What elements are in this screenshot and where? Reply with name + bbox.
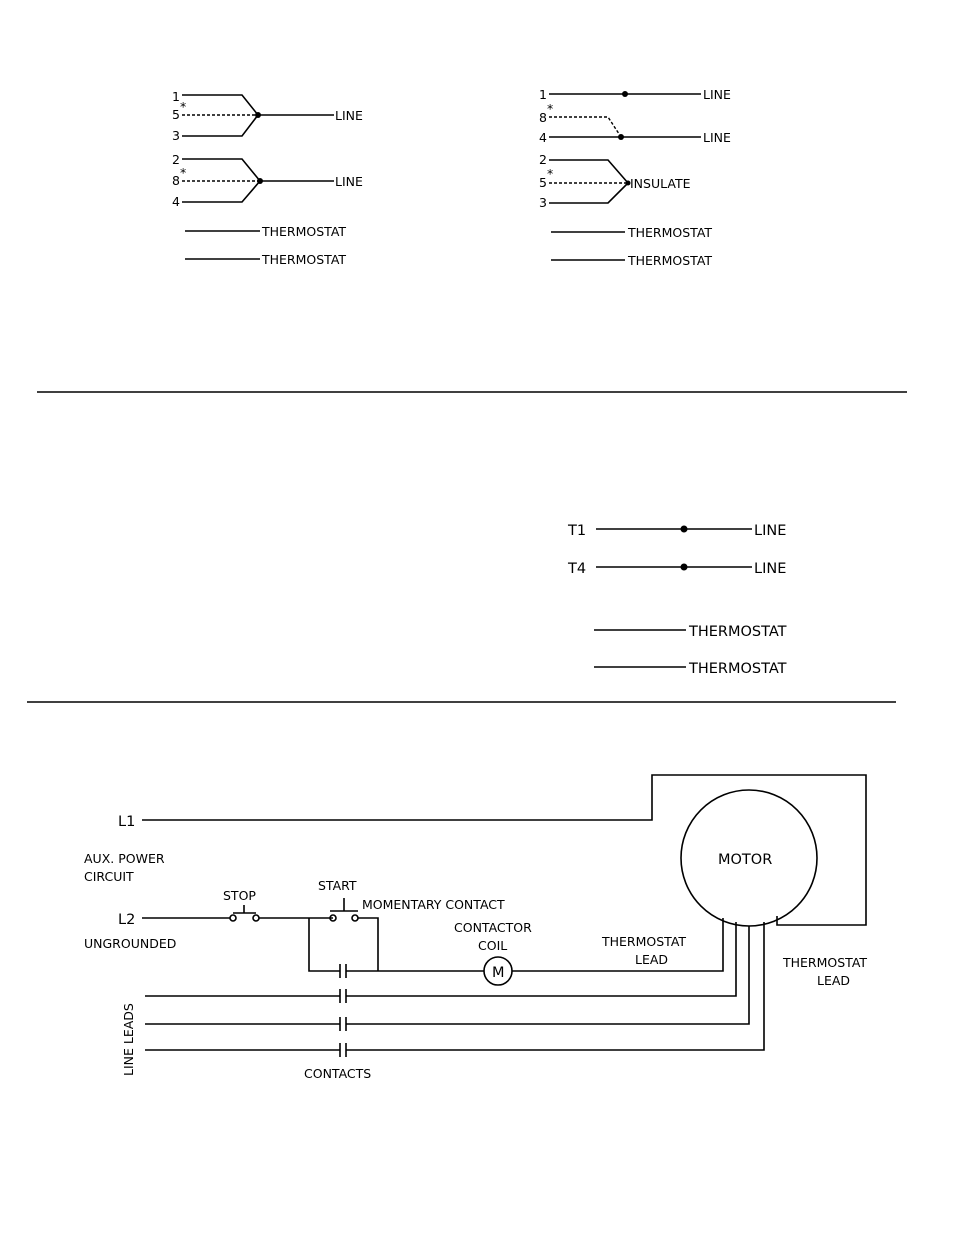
junction-dot (681, 564, 688, 571)
lead-label: 1 (539, 87, 547, 102)
thermostat-lead-label: LEAD (635, 952, 668, 967)
lead-wire (182, 159, 260, 181)
junction-dot (681, 526, 688, 533)
coil-symbol: M (492, 965, 505, 981)
start-label: START (318, 878, 357, 893)
lead-label: T4 (567, 561, 586, 577)
start-contact (352, 915, 358, 921)
junction-dot (255, 112, 261, 118)
thermostat-lead-label: THERMOSTAT (601, 934, 686, 949)
lead-label: T1 (567, 523, 586, 539)
thermostat-label: THERMOSTAT (688, 661, 787, 677)
line-lead-wire (346, 922, 764, 1050)
junction-dot (618, 134, 624, 140)
lead-wire (182, 181, 260, 202)
stop-contact (230, 915, 236, 921)
lead-marker: * (180, 165, 186, 180)
ungrounded-label: UNGROUNDED (84, 936, 176, 951)
lead-label: 3 (539, 195, 547, 210)
line-label: LINE (335, 108, 363, 123)
line-lead-wire (346, 926, 749, 1024)
thermostat-lead-label: LEAD (817, 973, 850, 988)
lead-label: 4 (539, 130, 547, 145)
thermostat-label: THERMOSTAT (688, 624, 787, 640)
diagram-b-connection: 1 LINE 8 * 4 LINE 2 5 * 3 INSULATE THERM… (539, 87, 731, 268)
aux-circuit-label: CIRCUIT (84, 869, 134, 884)
lead-label: 2 (172, 152, 180, 167)
junction-dot (257, 178, 263, 184)
holding-wire (309, 918, 340, 971)
l2-label: L2 (118, 912, 135, 928)
stop-label: STOP (223, 888, 256, 903)
lead-label: 1 (172, 89, 180, 104)
diagram-c-connection: T1 LINE T4 LINE THERMOSTAT THERMOSTAT (567, 523, 787, 677)
insulate-label: INSULATE (630, 176, 691, 191)
diagram-a-connection: 1 5 * 3 LINE 2 8 * 4 LINE THERMOSTAT THE… (172, 89, 363, 267)
lead-wire-dashed (549, 117, 621, 137)
thermostat-label: THERMOSTAT (627, 225, 712, 240)
contacts-label: CONTACTS (304, 1066, 371, 1081)
lead-wire (182, 115, 258, 136)
thermostat-lead-label: THERMOSTAT (782, 955, 867, 970)
lead-label: 5 (172, 107, 180, 122)
diagram-d-motor-control: L1 AUX. POWER CIRCUIT L2 UNGROUNDED STOP… (84, 775, 867, 1081)
lead-label: 5 (539, 175, 547, 190)
lead-marker: * (547, 101, 553, 116)
line-label: LINE (335, 174, 363, 189)
lead-label: 8 (539, 110, 547, 125)
stop-contact (253, 915, 259, 921)
lead-label: 3 (172, 128, 180, 143)
lead-label: 2 (539, 152, 547, 167)
line-label: LINE (703, 87, 731, 102)
lead-marker: * (180, 99, 186, 114)
coil-label: COIL (478, 938, 507, 953)
thermostat-label: THERMOSTAT (627, 253, 712, 268)
lead-marker: * (547, 166, 553, 181)
lead-label: 8 (172, 173, 180, 188)
junction-dot (622, 91, 628, 97)
start-wire (358, 918, 378, 971)
momentary-contact-label: MOMENTARY CONTACT (362, 897, 505, 912)
aux-power-label: AUX. POWER (84, 851, 165, 866)
line-label: LINE (703, 130, 731, 145)
line-label: LINE (754, 523, 786, 539)
thermostat-label: THERMOSTAT (261, 252, 346, 267)
l1-label: L1 (118, 814, 135, 830)
lead-wire (182, 95, 258, 115)
thermostat-label: THERMOSTAT (261, 224, 346, 239)
contactor-label: CONTACTOR (454, 920, 532, 935)
motor-label: MOTOR (718, 852, 772, 868)
lead-wire (549, 160, 628, 183)
lead-label: 4 (172, 194, 180, 209)
lead-wire (549, 183, 628, 203)
line-leads-label: LINE LEADS (121, 1003, 136, 1076)
line-label: LINE (754, 561, 786, 577)
